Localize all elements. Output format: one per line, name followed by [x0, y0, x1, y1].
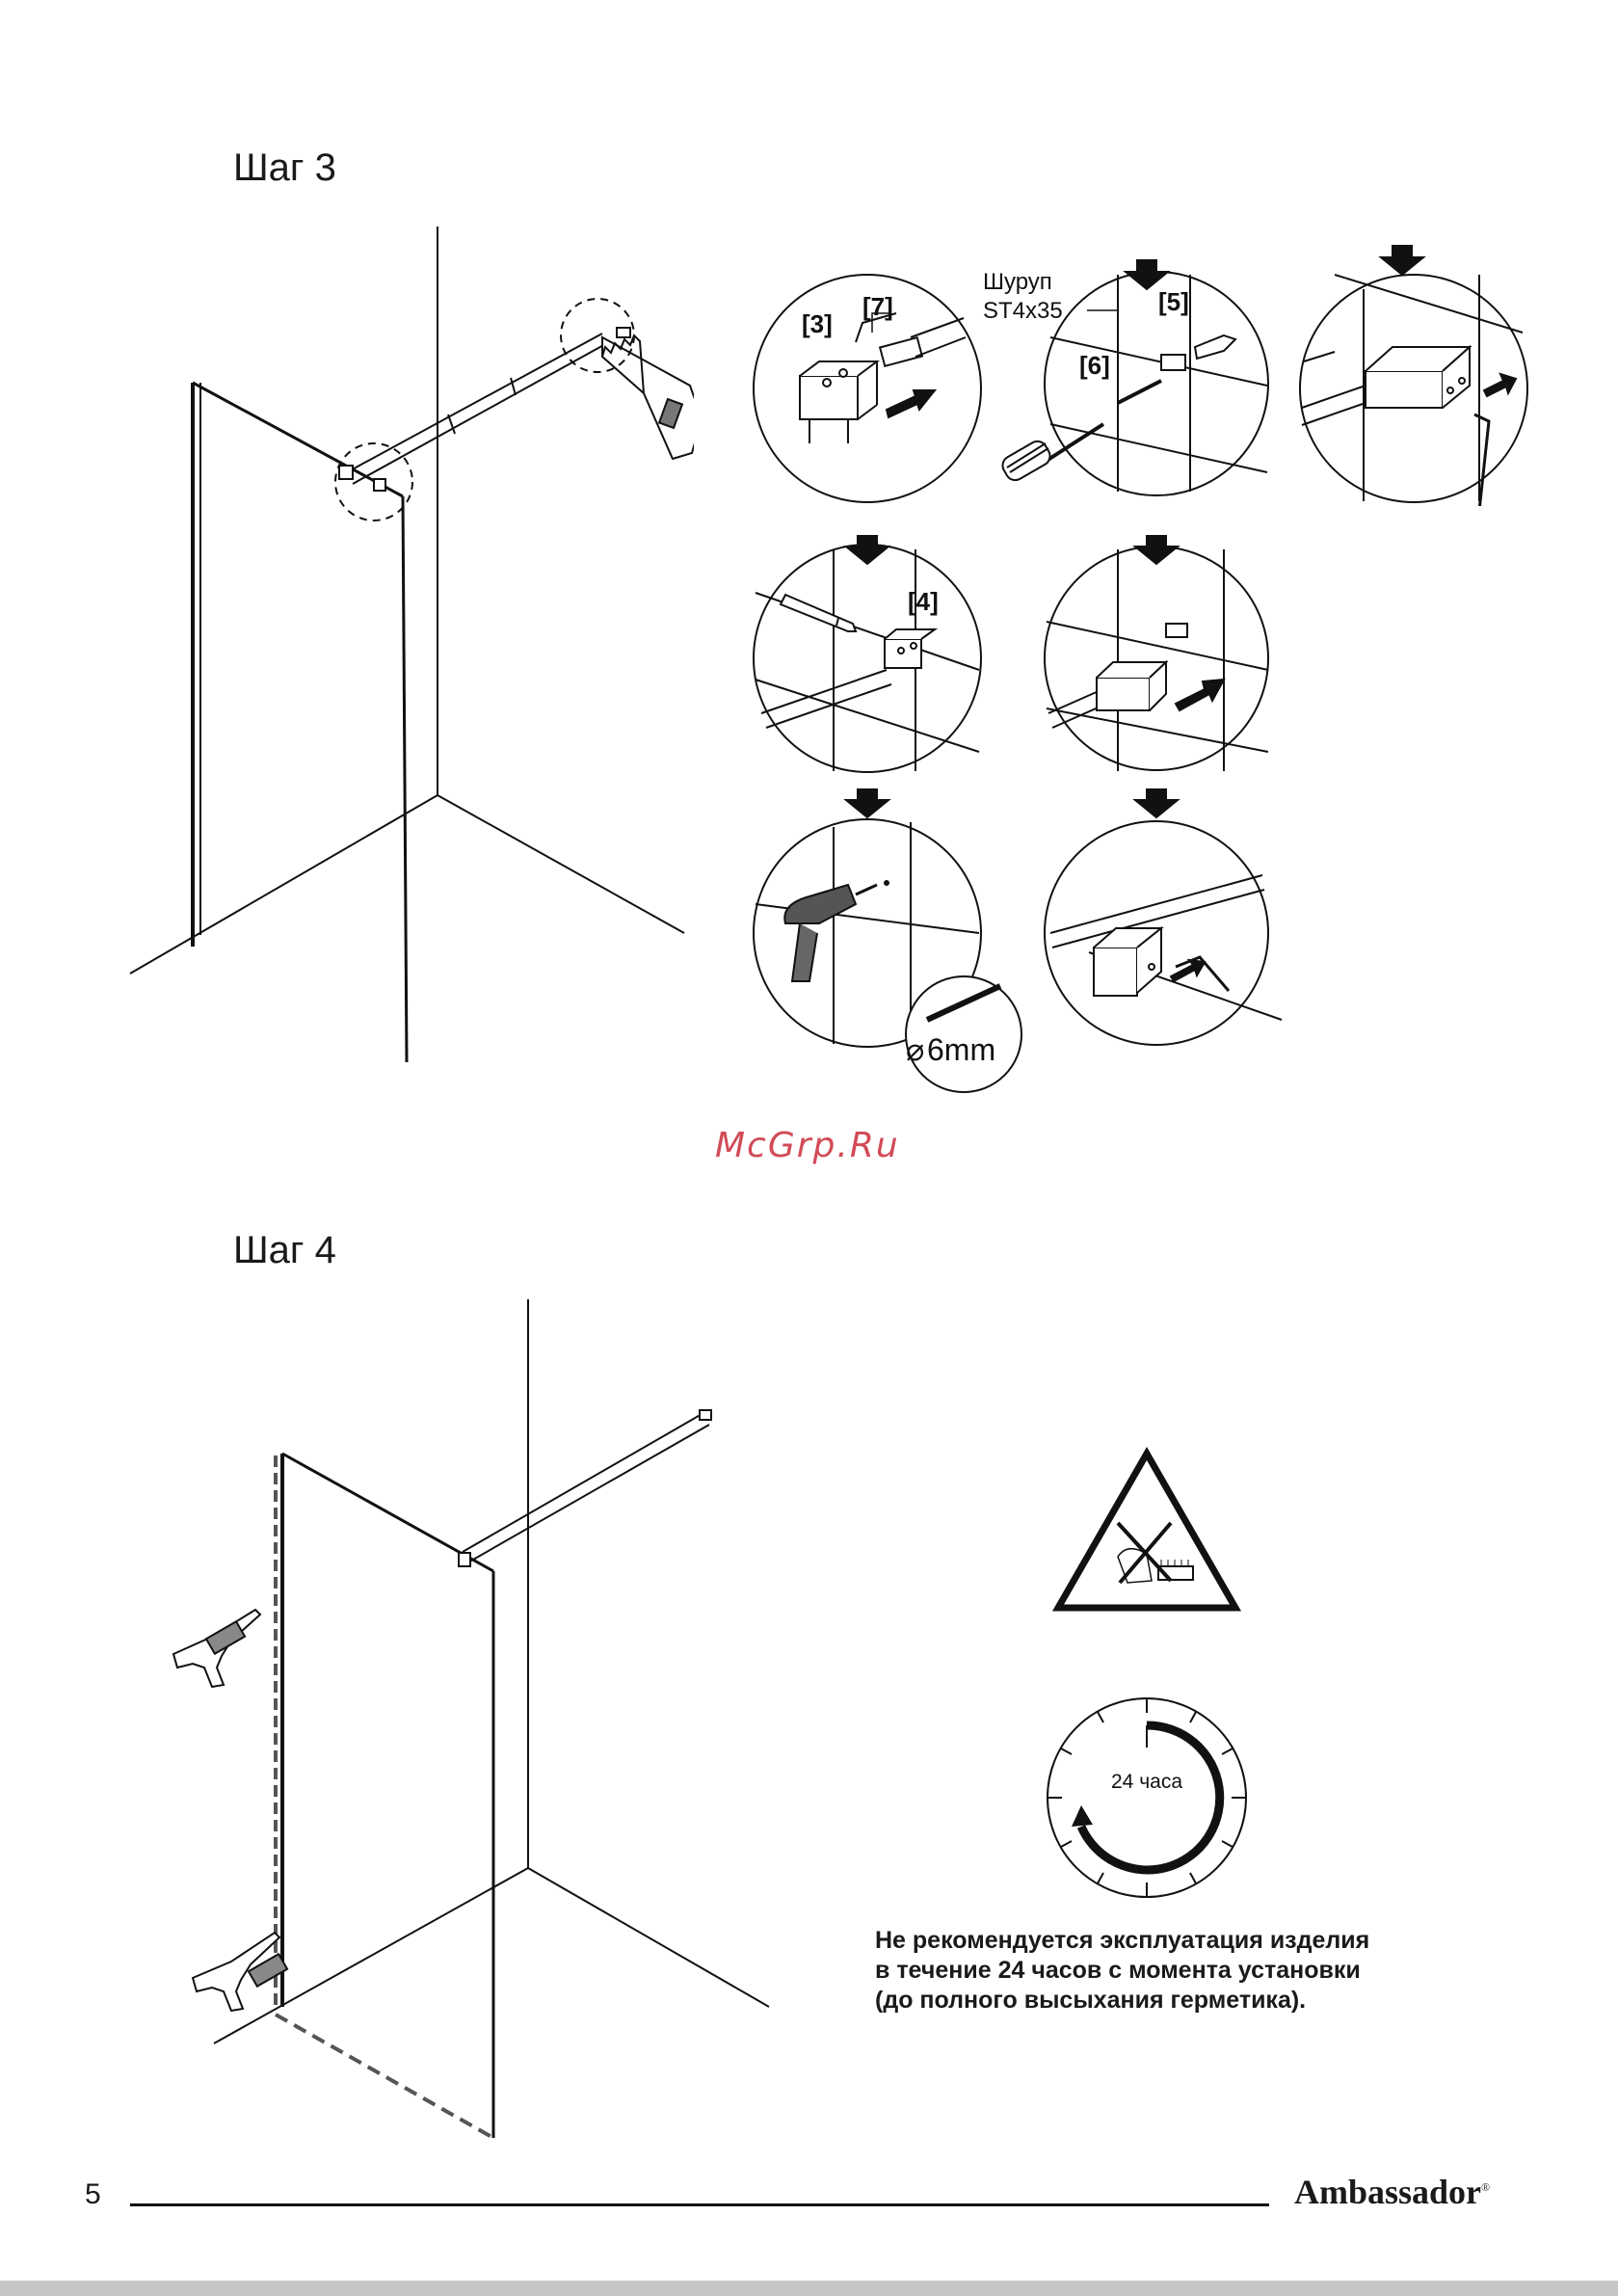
- label-part3: [3]: [802, 309, 833, 338]
- detail-screw-anchor: Шуруп ST4x35 [5] [6]: [983, 251, 1272, 521]
- detail-drill-hole: ⌀ 6mm: [742, 788, 1050, 1097]
- step4-title: Шаг 4: [233, 1229, 336, 1272]
- label-part5: [5]: [1158, 287, 1189, 316]
- detail-final-tighten: [1031, 788, 1301, 1058]
- brand-registered-mark: ®: [1481, 2180, 1490, 2194]
- brand-name: Ambassador: [1294, 2173, 1481, 2211]
- page-number: 5: [85, 2178, 101, 2211]
- label-part4: [4]: [908, 587, 939, 616]
- warning-line-3: (до полного высыхания герметика).: [875, 1986, 1369, 2016]
- detail-mark-position: [4]: [742, 535, 993, 786]
- warning-text: Не рекомендуется эксплуатация изделия в …: [875, 1926, 1369, 2016]
- label-screw-size: ST4x35: [983, 298, 1063, 324]
- warning-no-cleaning-icon: [1050, 1446, 1243, 1619]
- footer-rule: [130, 2203, 1269, 2206]
- detail-cut-rail: [3] [7]: [742, 265, 993, 516]
- brand-logo: Ambassador®: [1294, 2172, 1490, 2212]
- step4-scene-illustration: [154, 1282, 781, 2169]
- detail-bracket-fixed: [1296, 236, 1537, 506]
- step3-title: Шаг 3: [233, 147, 336, 190]
- drill-diameter-symbol: ⌀: [906, 1032, 924, 1067]
- label-screw-name: Шуруп: [983, 269, 1052, 295]
- page-bottom-bar: [0, 2281, 1618, 2296]
- warning-line-2: в течение 24 часов с момента установки: [875, 1956, 1369, 1986]
- timer-label: 24 часа: [1111, 1771, 1182, 1793]
- label-part7: [7]: [862, 292, 893, 321]
- warning-line-1: Не рекомендуется эксплуатация изделия: [875, 1926, 1369, 1956]
- label-part6: [6]: [1079, 351, 1110, 380]
- timer-24h-icon: 24 часа: [1041, 1692, 1253, 1904]
- detail-insert-bracket: [1031, 535, 1282, 786]
- step3-scene-illustration: [116, 212, 694, 1080]
- watermark: McGrp.Ru: [715, 1126, 900, 1165]
- label-drill-size: 6mm: [927, 1032, 995, 1067]
